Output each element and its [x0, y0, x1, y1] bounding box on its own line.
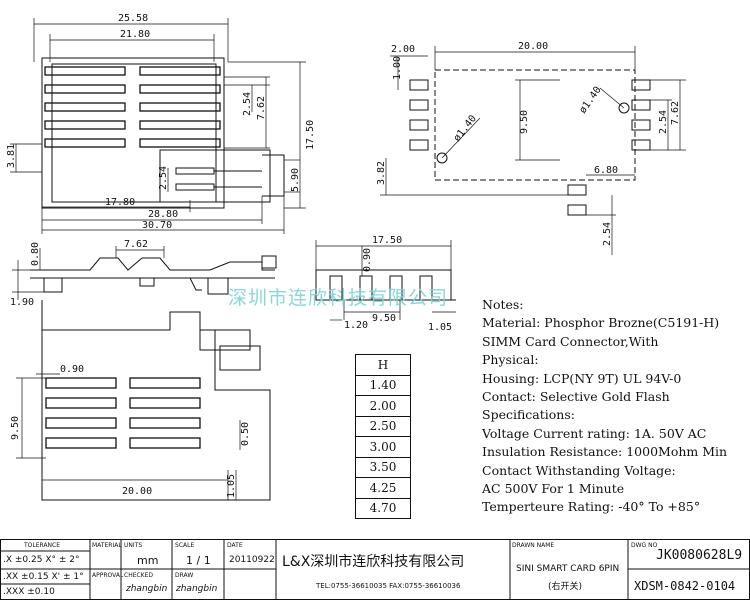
- footprint-view-geometry: [380, 46, 686, 255]
- dim-text: 6.80: [594, 165, 618, 176]
- notes-line: Insulation Resistance: 1000Mohm Min: [482, 444, 728, 460]
- top-view-geometry: [10, 18, 306, 234]
- tolerance-row: .XXX ±0.10: [3, 587, 55, 597]
- top-view-dimensions: 25.58 21.80 2.54 7.62 17.50 3.81 2.54 5.…: [6, 13, 316, 231]
- scale-label: SCALE: [175, 542, 195, 549]
- dim-text: 7.62: [124, 239, 148, 250]
- dim-text: 1.05: [226, 474, 237, 498]
- h-table-header: H: [355, 354, 411, 376]
- scale-value: 1 / 1: [186, 554, 211, 567]
- h-table-cell: 4.70: [355, 497, 411, 519]
- notes-line: Contact Withstanding Voltage:: [482, 462, 676, 478]
- dim-text: 1.90: [10, 297, 34, 308]
- notes-line: Notes:: [482, 297, 524, 312]
- dim-text: 25.58: [118, 13, 148, 24]
- dim-text: 17.50: [372, 235, 402, 246]
- dwg-code: XDSM-0842-0104: [634, 579, 736, 593]
- tolerance-row: .XX ±0.15 X' ± 1°: [3, 572, 84, 582]
- notes-line: Material: Phosphor Brozne(C5191-H): [482, 315, 720, 331]
- dim-text: 9.50: [372, 313, 396, 324]
- side-view-geometry: [12, 246, 277, 300]
- approval-label: APPROVAL: [92, 572, 124, 579]
- bottom-view-geometry: [16, 300, 271, 501]
- product-sub: (右开关): [548, 582, 583, 592]
- dim-text: 0.90: [362, 248, 373, 272]
- title-block: TOLERANCE .X ±0.25 X° ± 2° .XX ±0.15 X' …: [0, 539, 750, 600]
- company-name: L&X深圳市连欣科技有限公司: [282, 554, 465, 570]
- dwg-no-label: DWG NO: [631, 542, 658, 549]
- bottom-view-dimensions: 0.90 9.50 0.50 20.00 1.05: [10, 364, 251, 498]
- company-watermark: 深圳市连欣科技有限公司: [228, 287, 449, 309]
- h-table-cell: 3.00: [355, 436, 411, 458]
- dim-text: 9.50: [519, 110, 530, 134]
- dim-text: 9.50: [10, 416, 21, 440]
- notes-line: AC 500V For 1 Minute: [482, 481, 625, 497]
- checked-signature: zhangbin: [126, 584, 168, 594]
- h-table-cell: 1.40: [355, 374, 411, 396]
- material-label: MATERIAL: [92, 542, 122, 549]
- drawn-name-label: DRAWN NAME: [512, 542, 555, 549]
- dim-text: 5.90: [290, 168, 301, 192]
- notes-block: Notes: Material: Phosphor Brozne(C5191-H…: [482, 296, 744, 517]
- dim-text: 2.54: [158, 166, 169, 190]
- dim-text: 2.54: [602, 222, 613, 246]
- dim-text: 2.54: [658, 110, 669, 134]
- units-value: mm: [137, 554, 159, 567]
- dim-text: ø1.40: [452, 113, 479, 143]
- checked-label: CHECKED: [124, 572, 154, 579]
- notes-line: SIMM Card Connector,With: [482, 333, 659, 349]
- front-view-dimensions: 17.50 0.90 1.20 9.50 1.05: [344, 235, 452, 333]
- h-table-cell: 4.25: [355, 477, 411, 499]
- dim-text: 1.05: [428, 322, 452, 333]
- dim-text: 0.50: [240, 422, 251, 446]
- dim-text: 17.50: [305, 120, 316, 150]
- dim-text: 1.20: [344, 320, 368, 331]
- notes-line: Housing: LCP(NY 9T) UL 94V-0: [482, 370, 682, 386]
- dim-text: 3.81: [6, 144, 17, 168]
- dim-text: 7.62: [670, 101, 681, 125]
- tolerance-row: .X ±0.25 X° ± 2°: [3, 555, 80, 565]
- notes-line: Physical:: [482, 352, 539, 368]
- notes-line: Temperteure Rating: -40° To +85°: [482, 499, 701, 515]
- dim-text: 2.54: [242, 92, 253, 116]
- side-view-dimensions: 0.80 7.62 1.90: [10, 239, 148, 308]
- h-dimension-table: H 1.40 2.00 2.50 3.00 3.50 4.25 4.70: [355, 354, 411, 519]
- dim-text: 20.00: [518, 41, 548, 52]
- notes-line: Voltage Current rating: 1A. 50V AC: [482, 425, 707, 441]
- dwg-no: JK0080628L9: [656, 548, 743, 563]
- dim-text: 30.70: [142, 220, 172, 231]
- h-table-cell: 2.00: [355, 395, 411, 417]
- tolerance-label: TOLERANCE: [24, 542, 61, 549]
- dim-text: 21.80: [120, 29, 150, 40]
- units-label: UNITS: [124, 542, 143, 549]
- notes-line: Contact: Selective Gold Flash: [482, 389, 670, 405]
- product-name: SINI SMART CARD 6PIN: [516, 564, 620, 574]
- dim-text: 7.62: [256, 96, 267, 120]
- drawn-signature: zhangbin: [176, 584, 218, 594]
- dim-text: 2.00: [391, 44, 415, 55]
- date-value: 20110922: [229, 555, 275, 565]
- dim-text: 0.90: [60, 364, 84, 375]
- front-view-geometry: [315, 240, 456, 321]
- dim-text: 20.00: [122, 486, 152, 497]
- h-table-cell: 3.50: [355, 456, 411, 478]
- date-label: DATE: [227, 542, 243, 549]
- dim-text: 1.00: [392, 56, 403, 80]
- dim-text: 17.80: [105, 197, 135, 208]
- notes-line: Specifications:: [482, 407, 575, 423]
- dim-text: 28.80: [148, 209, 178, 220]
- h-table-cell: 2.50: [355, 415, 411, 437]
- tel-fax: TEL:0755-36610035 FAX:0755-36610036: [316, 582, 461, 590]
- dim-text: 0.80: [30, 242, 41, 266]
- dim-text: ø1.40: [577, 85, 603, 116]
- drawn-label: DRAW: [175, 572, 194, 579]
- dim-text: 3.82: [376, 161, 387, 185]
